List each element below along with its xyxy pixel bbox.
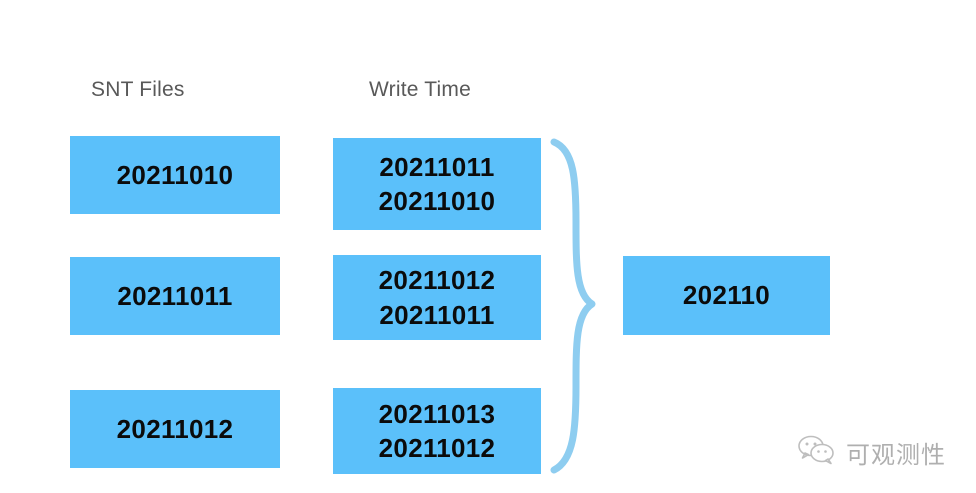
write-time-value: 20211012 bbox=[378, 265, 496, 296]
snt-file-value: 20211010 bbox=[116, 159, 234, 190]
write-time-value: 20211011 bbox=[379, 299, 495, 330]
curly-brace-icon bbox=[550, 138, 596, 474]
aggregate-result-box: 202110 bbox=[623, 256, 830, 335]
snt-file-value: 20211012 bbox=[116, 413, 234, 444]
curly-brace-connector bbox=[548, 136, 608, 476]
write-time-value: 20211012 bbox=[378, 433, 496, 463]
write-time-box: 20211012 20211011 bbox=[333, 255, 541, 340]
aggregate-value: 202110 bbox=[682, 280, 771, 311]
write-time-box: 20211013 20211012 bbox=[333, 388, 541, 474]
watermark: 可观测性 bbox=[797, 430, 946, 474]
write-time-value: 20211013 bbox=[378, 398, 496, 429]
wechat-icon bbox=[797, 434, 837, 471]
write-time-box: 20211011 20211010 bbox=[333, 138, 541, 230]
snt-file-box: 20211010 bbox=[70, 136, 280, 214]
snt-file-box: 20211011 bbox=[70, 257, 280, 335]
snt-file-value: 20211011 bbox=[117, 280, 233, 311]
write-time-value: 20211011 bbox=[379, 151, 495, 182]
column-header-write-time: Write Time bbox=[369, 78, 471, 101]
snt-file-box: 20211012 bbox=[70, 390, 280, 468]
write-time-value: 20211010 bbox=[378, 186, 496, 216]
watermark-text: 可观测性 bbox=[846, 440, 946, 469]
column-header-snt-files: SNT Files bbox=[91, 78, 185, 101]
